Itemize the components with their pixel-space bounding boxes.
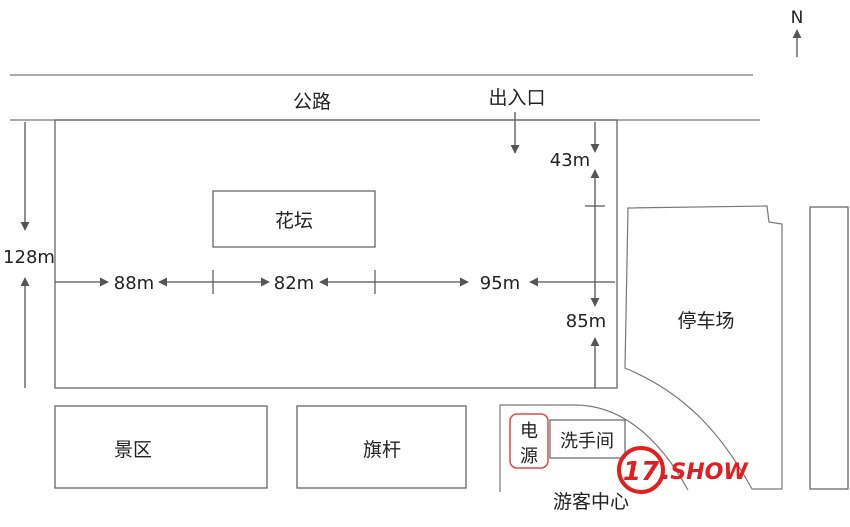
north-label: N	[791, 8, 804, 28]
power-box	[509, 413, 549, 469]
watermark-ring	[617, 446, 665, 494]
top-gap-label: 43m	[550, 150, 590, 171]
flagpole-area: 旗杆	[296, 405, 467, 489]
height-label: 128m	[3, 247, 55, 268]
flagpole-box	[296, 405, 467, 489]
seg-left-label: 88m	[114, 273, 154, 294]
north-compass: N	[791, 8, 804, 57]
height-dimension: 128m	[3, 122, 55, 388]
main-site-boundary	[54, 119, 618, 389]
watermark-logo: 17 .SHOW	[617, 446, 749, 494]
entrance-label: 出入口	[488, 87, 545, 109]
visitor-center-outline	[499, 404, 689, 492]
seg-right-label: 95m	[480, 273, 520, 294]
bottom-gap-label: 85m	[566, 311, 606, 332]
vertical-dimension-right: 43m 85m	[550, 122, 606, 388]
visitor-center-label: 游客中心	[553, 491, 629, 513]
watermark-number: 17	[623, 457, 660, 487]
flowerbed-box	[212, 190, 376, 248]
scenic-box	[54, 405, 268, 489]
restroom-box	[549, 419, 626, 459]
road: 公路 出入口	[10, 74, 760, 154]
power-label-1: 电	[520, 421, 538, 442]
parking-label: 停车场	[677, 310, 734, 332]
scenic-label: 景区	[114, 439, 152, 461]
horizontal-dimension: 88m 82m 95m	[55, 270, 615, 294]
flowerbed: 花坛	[212, 190, 376, 248]
scenic-area: 景区	[54, 405, 268, 489]
parking-outline	[624, 205, 783, 490]
flagpole-label: 旗杆	[363, 439, 401, 461]
right-strip-building	[809, 206, 849, 490]
restroom-label: 洗手间	[560, 431, 614, 452]
seg-middle-label: 82m	[274, 273, 314, 294]
watermark-text: .SHOW	[662, 460, 749, 485]
parking-lot: 停车场	[624, 205, 783, 490]
road-label: 公路	[293, 91, 331, 113]
visitor-center: 电 源 洗手间 游客中心	[499, 404, 689, 513]
power-label-2: 源	[520, 446, 538, 467]
flowerbed-label: 花坛	[275, 210, 313, 232]
